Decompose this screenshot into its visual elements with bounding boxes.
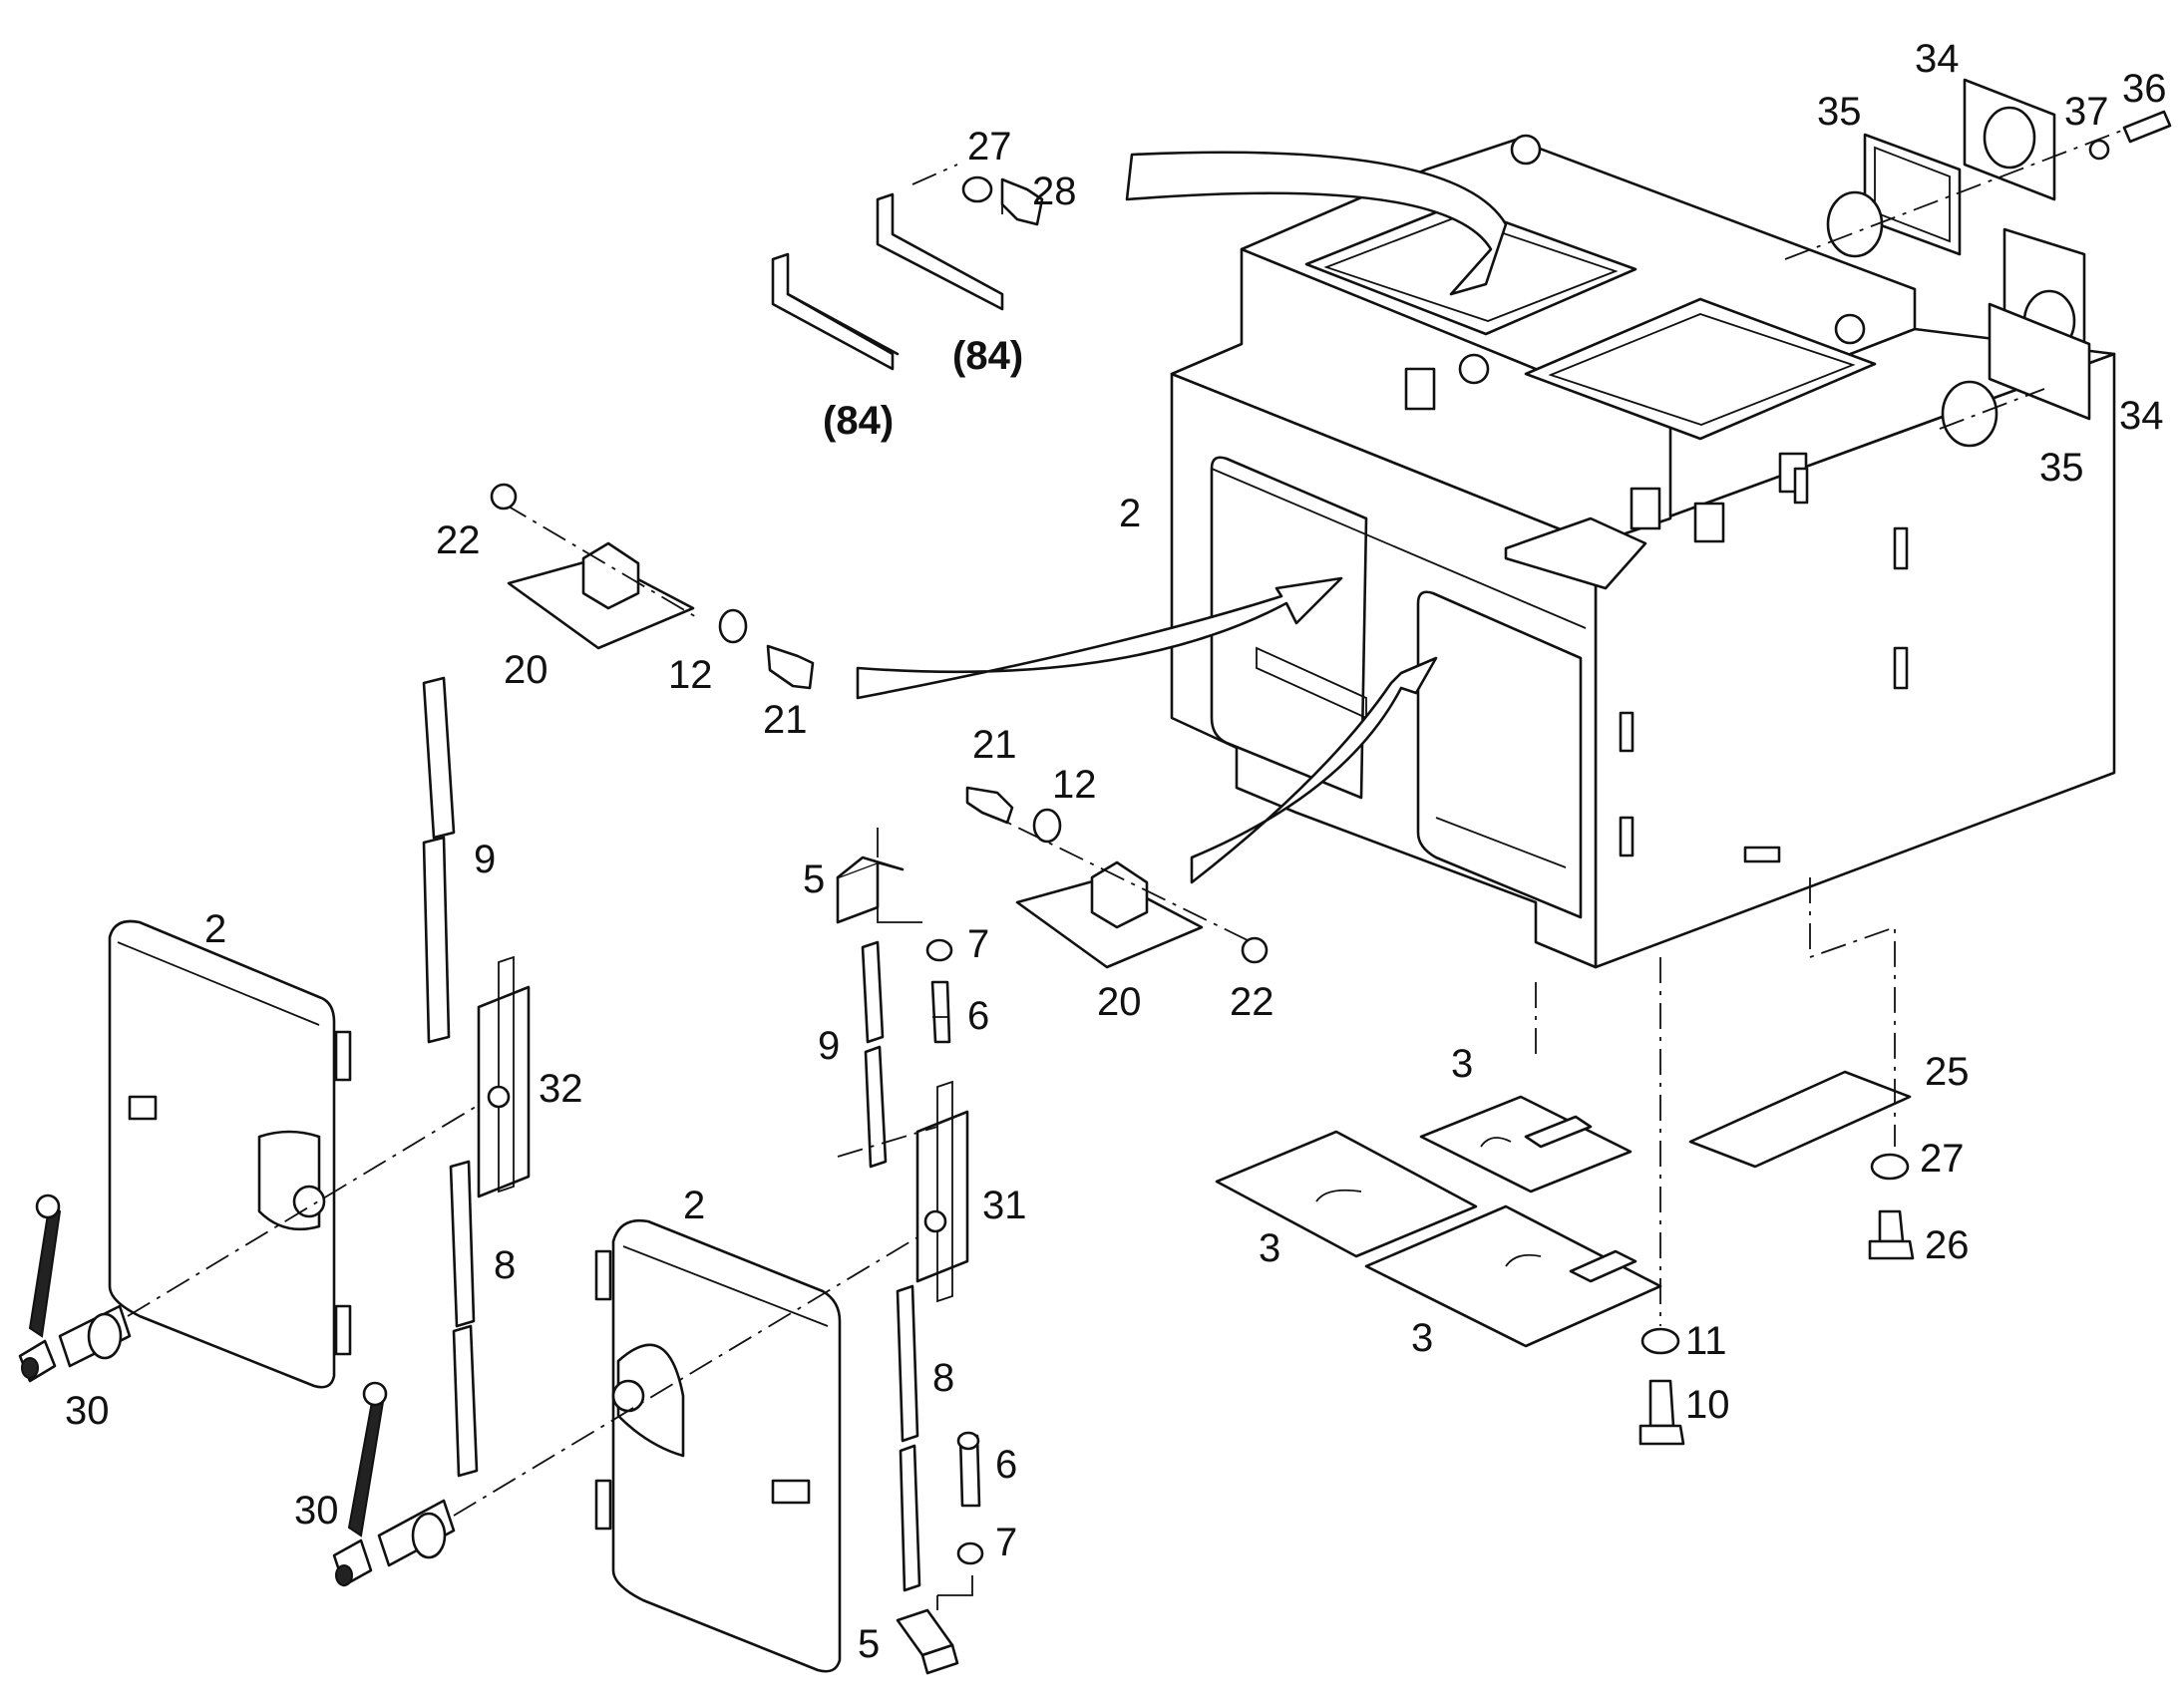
seal-strip-8-left — [449, 1160, 479, 1478]
label-21-upper: 21 — [763, 698, 808, 742]
mounting-plate-20-upper — [490, 483, 815, 690]
label-5-upper: 5 — [803, 857, 825, 901]
bottom-plate-3-b — [1215, 1130, 1478, 1258]
label-2-left-door: 2 — [204, 907, 226, 951]
lock-32 — [477, 955, 531, 1198]
bottom-plate-3-a — [1419, 1095, 1633, 1194]
label-35-lower: 35 — [2039, 446, 2084, 490]
door-left — [108, 919, 352, 1389]
label-32: 32 — [539, 1067, 583, 1111]
label-22-lower: 22 — [1230, 980, 1274, 1024]
label-84-front: (84) — [823, 399, 894, 443]
centerlines — [1535, 877, 1896, 1326]
label-20-upper: 20 — [504, 648, 548, 692]
clip-5-upper — [836, 828, 922, 924]
label-36: 36 — [2122, 67, 2167, 111]
label-6-upper: 6 — [967, 994, 989, 1038]
screw-6-lower — [956, 1431, 984, 1565]
label-30-right: 30 — [294, 1489, 339, 1533]
callout-labels: 34 36 35 37 27 28 (84) (84) 34 35 2 22 2… — [65, 37, 2167, 1666]
label-21-lower: 21 — [972, 723, 1017, 767]
assembly-arrow-top — [1125, 151, 1508, 296]
screw-6-upper — [925, 938, 953, 1044]
label-8-left: 8 — [494, 1243, 516, 1287]
label-2-right-door: 2 — [683, 1184, 705, 1227]
label-22-upper: 22 — [436, 518, 481, 562]
label-35-upper: 35 — [1817, 90, 1862, 134]
handle-30-left — [18, 1074, 530, 1383]
assembly-arrow-middle — [856, 576, 1343, 700]
label-12-lower: 12 — [1052, 763, 1097, 807]
label-8-right: 8 — [932, 1356, 954, 1400]
mounting-plate-20-lower — [965, 786, 1269, 969]
bracket-84-rear — [876, 164, 1044, 311]
door-right — [594, 1218, 842, 1673]
label-3-middle: 3 — [1259, 1226, 1280, 1270]
label-7-lower: 7 — [995, 1521, 1017, 1564]
clip-5-lower — [896, 1575, 973, 1675]
label-30-left: 30 — [65, 1389, 110, 1433]
handle-30-right — [332, 1227, 933, 1587]
label-11: 11 — [1685, 1319, 1727, 1363]
seal-strip-9-right — [837, 940, 938, 1169]
label-27-upper: 27 — [967, 125, 1012, 169]
label-5-lower: 5 — [858, 1622, 880, 1666]
label-3-upper: 3 — [1451, 1042, 1473, 1086]
label-25: 25 — [1925, 1050, 1970, 1094]
seal-strip-8-right — [896, 1284, 921, 1592]
label-12-upper: 12 — [668, 653, 713, 697]
label-31: 31 — [982, 1184, 1027, 1227]
lock-31 — [915, 1080, 969, 1303]
label-20-lower: 20 — [1097, 980, 1142, 1024]
assembly-arrow-lower — [1190, 656, 1438, 884]
label-9-right: 9 — [818, 1024, 840, 1068]
bolt-10-washer-11 — [1638, 1327, 1685, 1446]
bearing-unit-upper — [1784, 78, 2172, 260]
label-6-lower: 6 — [995, 1443, 1017, 1487]
label-10: 10 — [1685, 1383, 1730, 1427]
label-34-upper: 34 — [1915, 37, 1960, 81]
bolt-26-washer-27 — [1868, 1153, 1915, 1260]
label-3-lower: 3 — [1411, 1316, 1433, 1360]
label-9-left: 9 — [474, 838, 496, 881]
label-7-upper: 7 — [967, 922, 989, 966]
label-37: 37 — [2064, 90, 2109, 134]
base-plate-25 — [1688, 1070, 1912, 1169]
bearing-unit-lower — [1939, 227, 2091, 448]
label-2-housing: 2 — [1119, 492, 1141, 535]
seal-strip-9-left — [422, 676, 456, 1044]
label-27-lower: 27 — [1920, 1137, 1965, 1181]
main-housing — [1170, 134, 2116, 969]
label-28: 28 — [1032, 170, 1077, 213]
label-84-rear: (84) — [952, 334, 1023, 378]
label-26: 26 — [1925, 1223, 1970, 1267]
bracket-84-front — [771, 252, 900, 371]
label-34-lower: 34 — [2119, 394, 2164, 438]
